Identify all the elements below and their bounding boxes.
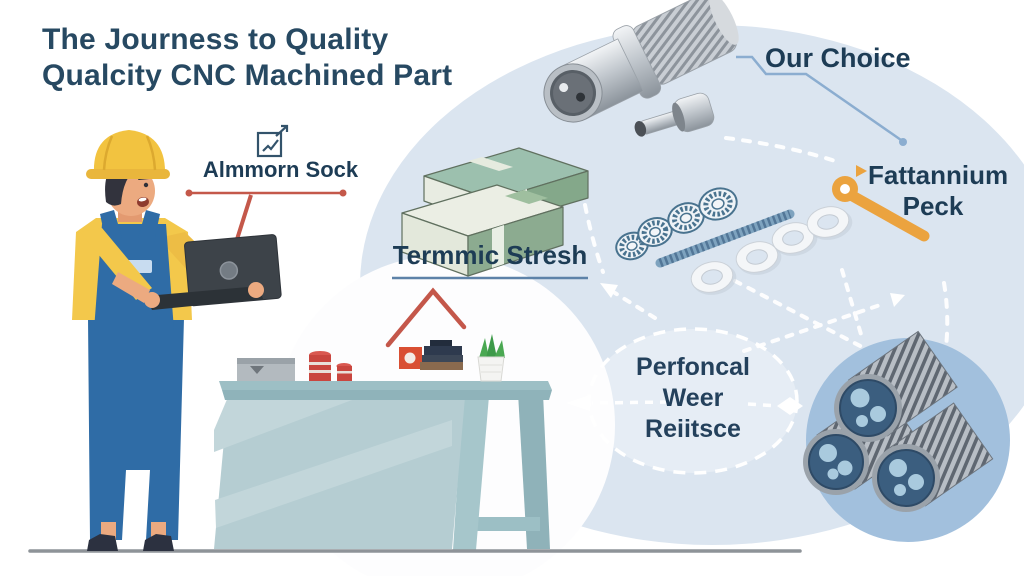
threaded-rod bbox=[655, 209, 795, 268]
material-blocks bbox=[401, 147, 589, 277]
label-monitoring: Almmorn Sock bbox=[202, 157, 359, 182]
label-titanium-line-2: Peck bbox=[902, 191, 964, 221]
workbench-table bbox=[214, 381, 552, 550]
plant bbox=[477, 334, 505, 382]
orange-pick-pointer bbox=[832, 165, 930, 242]
dashed-arrowheads bbox=[600, 283, 905, 307]
roof-chevron bbox=[385, 287, 467, 348]
wear-resistance-ellipse bbox=[566, 327, 803, 475]
label-wear-line-1: Perfoncal bbox=[636, 353, 750, 381]
engineer-illustration bbox=[72, 130, 282, 551]
label-our-choice: Our Choice bbox=[765, 43, 911, 73]
label-titanium: Fattannium Peck bbox=[868, 160, 1009, 222]
title-line-1: The Journess to Quality bbox=[42, 23, 389, 56]
trend-chart-icon bbox=[256, 124, 289, 158]
choice-callout-line bbox=[736, 55, 907, 146]
label-wear-line-3: Reiitsce bbox=[645, 415, 741, 443]
washer-row bbox=[690, 206, 853, 295]
page-title: The Journess to Quality Qualcity CNC Mac… bbox=[42, 22, 522, 94]
knurled-disc-row bbox=[615, 187, 738, 261]
label-wear-line-2: Weer bbox=[662, 384, 724, 412]
title-line-2: Qualcity CNC Machined Part bbox=[42, 59, 453, 92]
machined-rollers bbox=[803, 330, 1010, 542]
label-titanium-line-1: Fattannium bbox=[868, 160, 1009, 190]
machined-connector-part bbox=[543, 0, 739, 137]
machined-pin-part bbox=[634, 92, 715, 137]
table-items bbox=[237, 287, 505, 382]
label-wear-resistance: Perfoncal Weer Reiitsce bbox=[608, 352, 778, 445]
label-material: Termmic Stresh bbox=[392, 240, 588, 270]
